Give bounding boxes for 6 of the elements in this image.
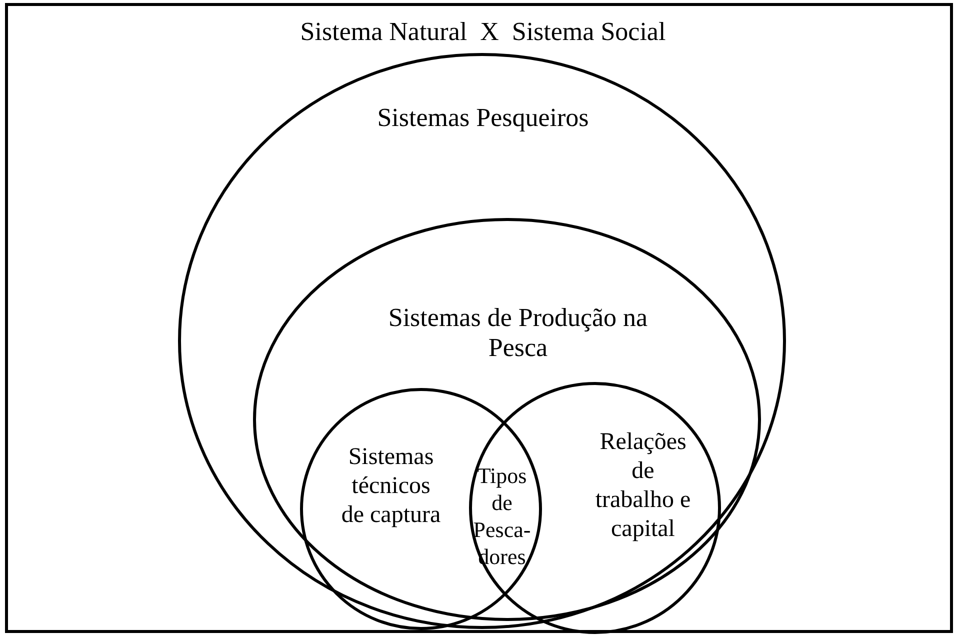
diagram-heading: Sistema Natural X Sistema Social: [299, 17, 667, 47]
set-label: Relações de trabalho e capital: [594, 428, 692, 544]
frame-box: [5, 3, 953, 633]
set-label: Sistemas técnicos de captura: [341, 443, 441, 530]
set-label: Sistemas Pesqueiros: [376, 103, 590, 133]
set-label: Sistemas de Produção na Pesca: [387, 303, 649, 363]
